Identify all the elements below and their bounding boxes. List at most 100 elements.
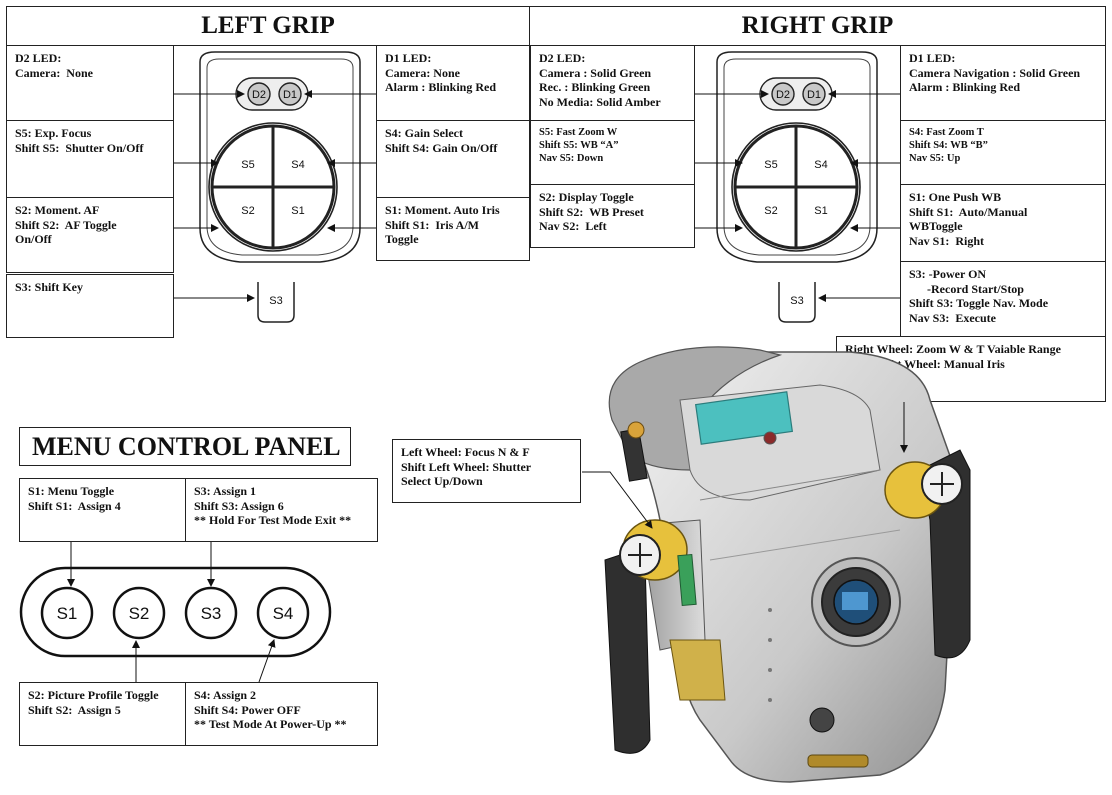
right-s5-label: S5 <box>764 159 777 171</box>
annotation-line: Nav S5: Up <box>909 153 961 164</box>
annotation-line: Shift S4: WB “B” <box>909 140 988 151</box>
menu-s3-button[interactable] <box>184 586 238 640</box>
annotation-line: Shift S4: Gain On/Off <box>385 140 498 155</box>
right-s3-label: S3 <box>790 295 803 307</box>
left-s5-label: S5 <box>241 159 254 171</box>
camera-housing-illustration <box>604 346 971 783</box>
left-grip-device: D2 D1 S5 S4 S2 S1 S3 <box>199 51 361 323</box>
annotation-line: Shift S2: WB Preset <box>539 204 644 219</box>
annotation-line: Select Up/Down <box>401 474 483 488</box>
left-s1-label: S1 <box>291 205 304 217</box>
annotation-line: On/Off <box>15 232 52 246</box>
annotation-line: Rec. : Blinking Green <box>539 80 651 94</box>
menu-control-panel-title: MENU CONTROL PANEL <box>19 427 351 466</box>
annotation-line: S4: Fast Zoom T <box>909 127 984 138</box>
annotation-line: WBToggle <box>909 219 963 233</box>
left-grip-header: LEFT GRIP <box>6 6 530 46</box>
left-d2-label: D2 <box>252 89 266 101</box>
annotation-line: S1: One Push WB <box>909 190 1002 204</box>
right-grip-header: RIGHT GRIP <box>529 6 1106 46</box>
left-d2-led <box>247 82 271 106</box>
annotation-line: Alarm : Blinking Red <box>385 80 497 94</box>
menu-s4-button[interactable] <box>256 586 310 640</box>
annotation-line: D1 LED: <box>909 51 956 65</box>
left-s3-button[interactable] <box>257 282 295 323</box>
right-d2-led <box>771 82 795 106</box>
right-s4-box: S4: Fast Zoom T Shift S4: WB “B” Nav S5: U… <box>900 120 1106 185</box>
annotation-line: Shift S3: Assign 6 <box>194 498 284 513</box>
annotation-line: D2 LED: <box>15 51 62 65</box>
annotation-line: Shift S5: Shutter On/Off <box>15 140 144 155</box>
left-s3-box: S3: Shift Key <box>6 274 174 338</box>
menu-s2-label: S2 <box>129 604 150 623</box>
left-s3-label: S3 <box>269 295 282 307</box>
annotation-line: S2: Moment. AF <box>15 203 100 217</box>
annotation-line: Nav S5: Down <box>539 153 604 164</box>
right-s1-label: S1 <box>814 205 827 217</box>
annotation-line: Camera: None <box>15 65 93 80</box>
annotation-line: S1: Menu Toggle <box>28 484 115 498</box>
annotation-line: S1: Moment. Auto Iris <box>385 203 500 217</box>
annotation-line: Camera : Solid Green <box>539 65 652 80</box>
left-d1-led <box>278 82 302 106</box>
annotation-line: S3: -Power ON <box>909 267 987 281</box>
annotation-line: D1 LED: <box>385 51 432 65</box>
annotation-line: Shift S4: Power OFF <box>194 702 301 717</box>
annotation-line: S4: Assign 2 <box>194 688 257 702</box>
annotation-line: S5: Fast Zoom W <box>539 127 618 138</box>
annotation-line: Shift S2: Assign 5 <box>28 702 121 717</box>
annotation-line: -Record Start/Stop <box>909 281 1024 296</box>
annotation-line: Camera Navigation : Solid Green <box>909 65 1081 80</box>
annotation-line: Left Wheel: Focus N & F <box>401 445 530 459</box>
annotation-line: Shift S2: AF Toggle <box>15 217 117 232</box>
annotation-line: No Media: Solid Amber <box>539 94 661 109</box>
annotation-line: Nav S1: Right <box>909 233 985 248</box>
menu-s4-label: S4 <box>273 604 294 623</box>
annotation-line: Nav S2: Left <box>539 219 607 233</box>
annotation-line: S5: Exp. Focus <box>15 126 92 140</box>
menu-s2-button[interactable] <box>112 586 166 640</box>
annotation-line: S4: Gain Select <box>385 126 463 140</box>
right-grip-device: D2 D1 S5 S4 S2 S1 S3 <box>716 51 878 323</box>
menu-panel-device: S1 S2 S3 S4 <box>19 566 332 658</box>
annotation-line: Camera: None <box>385 65 460 80</box>
annotation-line: Shift S3: Toggle Nav. Mode <box>909 296 1049 310</box>
left-s2-label: S2 <box>241 205 254 217</box>
menu-s3-label: S3 <box>201 604 222 623</box>
annotation-line: Alarm : Blinking Red <box>909 80 1021 94</box>
right-s3-button[interactable] <box>778 282 816 323</box>
left-d1-label: D1 <box>283 89 297 101</box>
menu-s1-label: S1 <box>57 604 78 623</box>
annotation-line: S2: Display Toggle <box>539 190 634 204</box>
annotation-line: Shift S1: Assign 4 <box>28 498 121 513</box>
annotation-line: Toggle <box>385 232 419 246</box>
right-s2-label: S2 <box>764 205 777 217</box>
right-s4-label: S4 <box>814 159 827 171</box>
annotation-line: S3: Shift Key <box>15 280 84 294</box>
annotation-line: S2: Picture Profile Toggle <box>28 688 159 702</box>
menu-s1-button[interactable] <box>40 586 94 640</box>
annotation-line: Shift S5: WB “A” <box>539 140 619 151</box>
annotation-line: D2 LED: <box>539 51 586 65</box>
right-d2-label: D2 <box>776 89 790 101</box>
right-d1-led <box>802 82 826 106</box>
left-s4-label: S4 <box>291 159 304 171</box>
annotation-line: Nav S3: Execute <box>909 310 996 325</box>
annotation-line: Shift Left Wheel: Shutter <box>401 459 532 474</box>
right-d1-label: D1 <box>807 89 821 101</box>
right-s5-box: S5: Fast Zoom W Shift S5: WB “A” Nav S5: D… <box>530 120 695 185</box>
